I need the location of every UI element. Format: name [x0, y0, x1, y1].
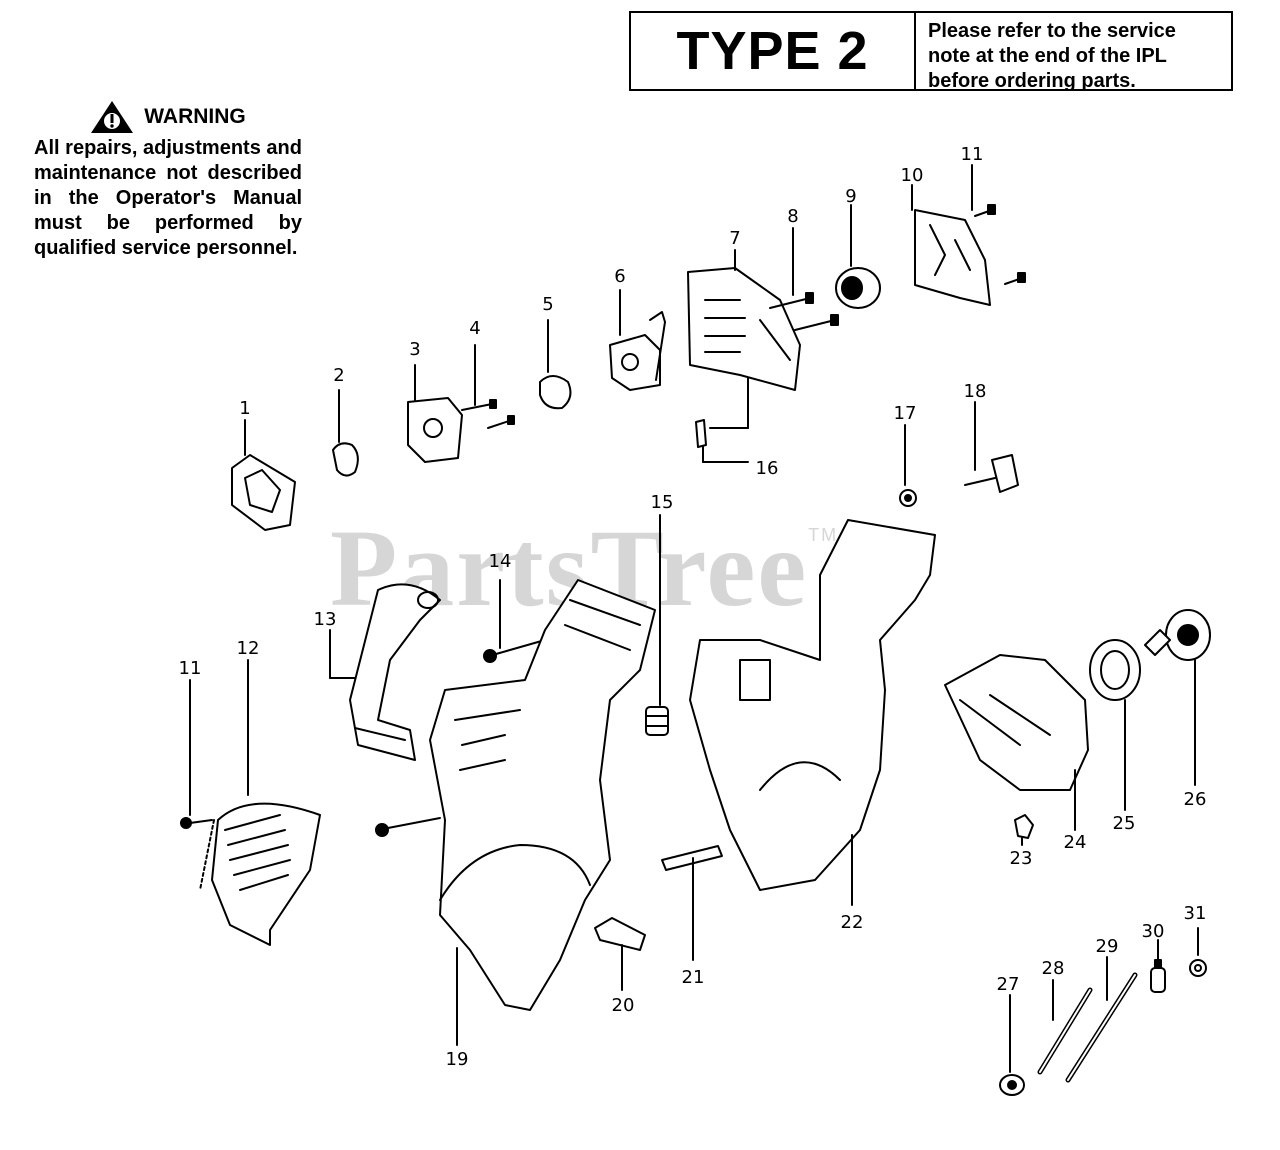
part-14-screw: [483, 579, 546, 663]
callout-2: 2: [333, 365, 344, 386]
part-24-filter-housing: [944, 654, 1089, 831]
callout-9: 9: [845, 186, 856, 207]
callout-30: 30: [1142, 921, 1165, 942]
warning-heading: WARNING: [34, 100, 302, 134]
part-15-spacer: [645, 514, 669, 736]
part-21-pin: [661, 845, 723, 961]
type-label: TYPE 2: [631, 13, 916, 89]
callout-14: 14: [489, 551, 512, 572]
part-9-spacer: [835, 204, 881, 309]
callout-27: 27: [997, 974, 1020, 995]
callout-4: 4: [469, 318, 480, 339]
callout-6: 6: [614, 266, 625, 287]
part-16-pin: [695, 419, 749, 463]
callout-3: 3: [409, 339, 420, 360]
part-19-screw: [375, 817, 441, 837]
part-17-nut: [899, 424, 917, 507]
part-31-plug: [1189, 927, 1207, 977]
part-30-fuel-filter: [1150, 939, 1166, 993]
callout-10: 10: [901, 165, 924, 186]
part-22-housing-half: [689, 519, 936, 906]
callout-26: 26: [1184, 789, 1207, 810]
part-3-adapter: [407, 364, 463, 463]
callout-21: 21: [682, 967, 705, 988]
callout-17: 17: [894, 403, 917, 424]
callout-15: 15: [651, 492, 674, 513]
callout-13: 13: [314, 609, 337, 630]
part-19-blower-housing: [429, 579, 656, 1046]
callout-28: 28: [1042, 958, 1065, 979]
part-1-gasket: [231, 419, 296, 531]
part-2-plug: [332, 389, 359, 477]
callout-19: 19: [446, 1049, 469, 1070]
callout-24: 24: [1064, 832, 1087, 853]
part-8-screws: [769, 227, 839, 331]
part-5-diaphragm: [539, 319, 572, 410]
callout-16: 16: [756, 458, 779, 479]
callout-11: 11: [961, 144, 984, 165]
service-note: Please refer to the service note at the …: [928, 20, 1176, 92]
callout-20: 20: [612, 995, 635, 1016]
part-25-ring: [1089, 639, 1141, 811]
callout-12: 12: [237, 638, 260, 659]
part-13-handle: [329, 583, 441, 761]
part-7-cover: [687, 249, 801, 429]
part-6-carburetor: [609, 289, 666, 391]
part-20-clip: [594, 917, 646, 991]
part-23-grommet: [1014, 814, 1034, 846]
callout-23: 23: [1010, 848, 1033, 869]
watermark-tm: TM: [808, 525, 839, 545]
callout-5: 5: [542, 294, 553, 315]
warning-triangle-icon: [91, 101, 134, 133]
part-18-knob: [964, 401, 1019, 493]
warning-block: WARNING All repairs, adjustments and mai…: [34, 100, 302, 261]
callout-25: 25: [1113, 813, 1136, 834]
part-28-fuel-line: [1037, 979, 1093, 1075]
callout-31: 31: [1184, 903, 1207, 924]
callout-7: 7: [729, 228, 740, 249]
part-29-fuel-line: [1065, 956, 1138, 1083]
part-11-screw-top: [971, 164, 1026, 285]
callout-8: 8: [787, 206, 798, 227]
type-box: TYPE 2 Please refer to the service note …: [629, 11, 1233, 92]
callout-labels: 1234567891011181716151413121119202122232…: [179, 144, 1207, 1070]
part-27-washer: [999, 994, 1025, 1096]
callout-1: 1: [239, 398, 250, 419]
callout-11: 11: [179, 658, 202, 679]
callout-29: 29: [1096, 936, 1119, 957]
callout-22: 22: [841, 912, 864, 933]
part-10-bracket: [911, 184, 991, 306]
part-4-screws: [461, 344, 515, 429]
warning-text: All repairs, adjustments and maintenance…: [34, 137, 302, 259]
warning-title: WARNING: [144, 105, 246, 128]
callout-18: 18: [964, 381, 987, 402]
part-12-cylinder-cover: [211, 659, 321, 946]
part-11-screw-left: [180, 679, 215, 891]
part-26-cap: [1144, 609, 1211, 786]
